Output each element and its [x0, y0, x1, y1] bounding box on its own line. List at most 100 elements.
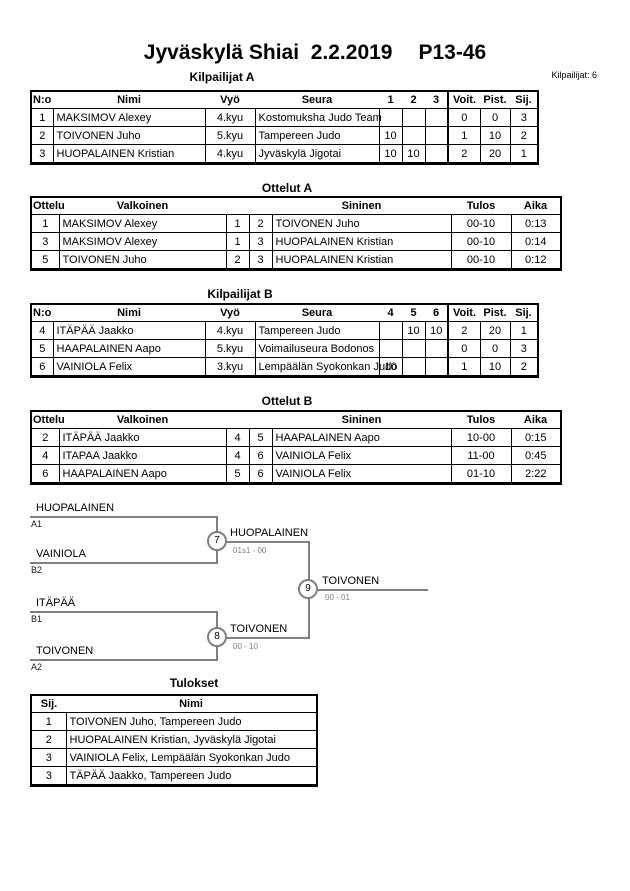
column-header: 5 [402, 304, 425, 322]
table-cell: MAKSIMOV Alexey [58, 214, 227, 233]
table-cell: Voimailuseura Bodonos [254, 339, 380, 358]
table-cell: VAINIOLA Felix [271, 446, 452, 465]
table-cell: 4 [30, 446, 60, 465]
table-cell: HAAPALAINEN Aapo [271, 428, 452, 447]
table-cell: HUOPALAINEN Kristian [271, 250, 452, 270]
column-header: Valkoinen [59, 411, 226, 429]
table-cell: 2:22 [510, 464, 562, 484]
table-cell: 4.kyu [204, 321, 256, 340]
table-cell: 4.kyu [204, 108, 256, 127]
competitors-b-table: N:o Nimi Vyö Seura 4 5 6 Voit. Pist. Sij… [30, 303, 539, 378]
bracket-player-name: ITÄPÄÄ [36, 597, 76, 609]
table-cell: ITÄPÄÄ Jaakko [52, 321, 206, 340]
table-cell: 0 [479, 108, 511, 127]
table-cell: ITÄPÄÄ Jaakko [58, 428, 227, 447]
match-number-circle: 7 [207, 531, 227, 551]
table-header-row: N:o Nimi Vyö Seura 1 2 3 Voit. Pist. Sij… [31, 91, 538, 109]
table-cell: HUOPALAINEN Kristian [271, 232, 452, 251]
table-cell: 2 [509, 357, 539, 377]
column-header: Nimi [53, 304, 205, 322]
table-cell: 1 [447, 126, 481, 145]
bracket-seed: A2 [31, 662, 43, 672]
column-header: 3 [425, 91, 448, 109]
bracket-score: 00 - 01 [325, 593, 350, 602]
table-cell [424, 144, 449, 164]
column-header: Pist. [480, 304, 510, 322]
table-cell: 5.kyu [204, 339, 256, 358]
table-cell: 1 [225, 214, 250, 233]
competitors-a-table: N:o Nimi Vyö Seura 1 2 3 Voit. Pist. Sij… [30, 90, 539, 165]
table-cell: 10 [401, 321, 426, 340]
column-header: Voit. [447, 304, 480, 322]
table-cell: 2 [447, 321, 481, 340]
bracket-line [217, 541, 310, 543]
bracket-line [30, 611, 217, 613]
table-cell: Tampereen Judo [254, 321, 380, 340]
table-cell: 4 [225, 446, 250, 465]
table-cell: 1 [30, 214, 60, 233]
table-cell: 0:45 [510, 446, 562, 465]
column-header: Sininen [272, 197, 451, 215]
table-header-row: Ottelu Valkoinen Sininen Tulos Aika [31, 197, 561, 215]
table-cell: 6 [30, 357, 54, 377]
table-cell: 10 [378, 144, 403, 164]
table-cell [378, 321, 403, 340]
column-header: 1 [379, 91, 402, 109]
bracket-line [30, 516, 217, 518]
table-cell: Kostomuksha Judo Team [254, 108, 382, 127]
column-header [226, 411, 249, 429]
table-cell [401, 126, 426, 145]
table-cell: 3 [30, 232, 60, 251]
table-cell: 10 [479, 126, 511, 145]
section-title-ottelut-b: Ottelut B [261, 394, 313, 408]
column-header [249, 411, 272, 429]
table-cell: TOIVONEN Juho [58, 250, 227, 270]
section-title-kilpailijat-a: Kilpailijat A [189, 70, 255, 84]
section-title-ottelut-a: Ottelut A [261, 181, 313, 195]
bracket-line [30, 562, 217, 564]
table-cell: 3 [509, 339, 539, 358]
table-cell: 10 [479, 357, 511, 377]
table-cell: 5.kyu [204, 126, 256, 145]
table-cell: 3.kyu [204, 357, 256, 377]
table-cell: 10 [424, 321, 449, 340]
column-header: Sij. [31, 695, 66, 713]
table-cell: 1 [225, 232, 250, 251]
table-cell: TOIVONEN Juho [52, 126, 206, 145]
table-cell: 1 [30, 712, 67, 731]
bracket-player-name: HUOPALAINEN [36, 502, 115, 514]
page-title: Jyväskylä Shiai 2.2.2019 P13-46 [0, 41, 630, 65]
page-title-category: P13-46 [418, 41, 487, 64]
table-cell: VAINIOLA Felix, Lempäälän Syokonkan Judo [65, 748, 318, 767]
table-cell [424, 357, 449, 377]
column-header: Ottelu [31, 197, 65, 215]
column-header: Seura [255, 304, 379, 322]
table-cell: TOIVONEN Juho, Tampereen Judo [65, 712, 318, 731]
table-cell: TÄPÄÄ Jaakko, Tampereen Judo [65, 766, 318, 786]
table-cell [424, 339, 449, 358]
table-cell: 6 [30, 464, 60, 484]
table-cell: 4 [30, 321, 54, 340]
table-cell: 2 [30, 730, 67, 749]
column-header [226, 197, 249, 215]
column-header: Sininen [272, 411, 451, 429]
table-cell: HUOPALAINEN Kristian [52, 144, 206, 164]
table-cell: 3 [509, 108, 539, 127]
table-cell: 5 [30, 339, 54, 358]
bracket-line [308, 589, 428, 591]
table-header-row: N:o Nimi Vyö Seura 4 5 6 Voit. Pist. Sij… [31, 304, 538, 322]
table-header-row: Ottelu Valkoinen Sininen Tulos Aika [31, 411, 561, 429]
table-cell: 0:13 [510, 214, 562, 233]
table-cell: 3 [248, 250, 273, 270]
table-header-row: Sij. Nimi [31, 695, 317, 713]
bracket-score: 01s1 - 00 [233, 546, 267, 555]
